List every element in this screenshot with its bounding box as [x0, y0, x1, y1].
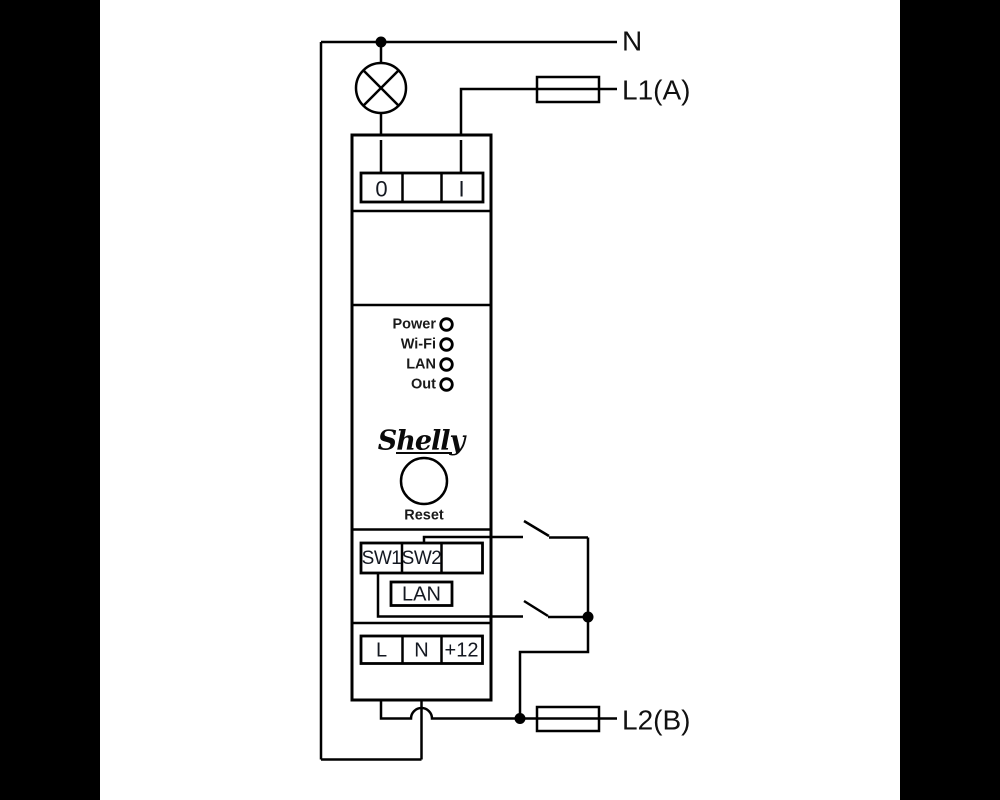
line2-label: L2(B)	[622, 705, 690, 736]
lan-port: LAN	[389, 580, 454, 607]
line2-wire	[379, 663, 617, 720]
terminal-I-label: I	[458, 177, 464, 202]
brand-logo: Shelly	[378, 426, 468, 457]
led-lan-label: LAN	[406, 357, 436, 373]
led-wifi-label: Wi-Fi	[401, 337, 436, 353]
terminal-sw1-label: SW1	[362, 548, 402, 569]
led-power-icon	[439, 317, 454, 332]
led-lan-icon	[439, 357, 454, 372]
lamp-icon	[354, 61, 408, 115]
terminal-n-label: N	[414, 640, 428, 662]
fuse-l2-icon	[535, 705, 601, 733]
terminal-12v-label: +12	[445, 640, 479, 662]
junction-dot	[582, 611, 594, 623]
switch-bus-wire	[518, 537, 594, 719]
switch-2-icon	[376, 573, 588, 619]
led-indicators: Power Wi-Fi LAN Out	[392, 317, 454, 393]
fuse-l1-icon	[535, 75, 601, 104]
reset-label: Reset	[404, 508, 444, 524]
reset-button[interactable]	[399, 456, 449, 506]
lan-port-label: LAN	[402, 584, 441, 606]
line1-label: L1(A)	[622, 75, 690, 106]
terminal-0-label: 0	[375, 177, 387, 202]
neutral-wire	[319, 36, 617, 761]
switch-1-icon	[422, 519, 588, 543]
switch-terminal-strip: SW1 SW2	[359, 541, 484, 575]
led-wifi-icon	[439, 337, 454, 352]
top-terminal-strip: 0 I	[359, 171, 485, 204]
led-out-label: Out	[411, 377, 436, 393]
bottom-terminal-strip: L N +12	[359, 634, 484, 665]
terminal-l-label: L	[376, 640, 387, 662]
terminal-sw2-label: SW2	[402, 548, 442, 569]
led-power-label: Power	[392, 317, 436, 333]
led-out-icon	[439, 377, 454, 392]
neutral-label: N	[622, 26, 642, 57]
right-letterbox-bar	[900, 0, 1000, 800]
left-letterbox-bar	[0, 0, 100, 800]
